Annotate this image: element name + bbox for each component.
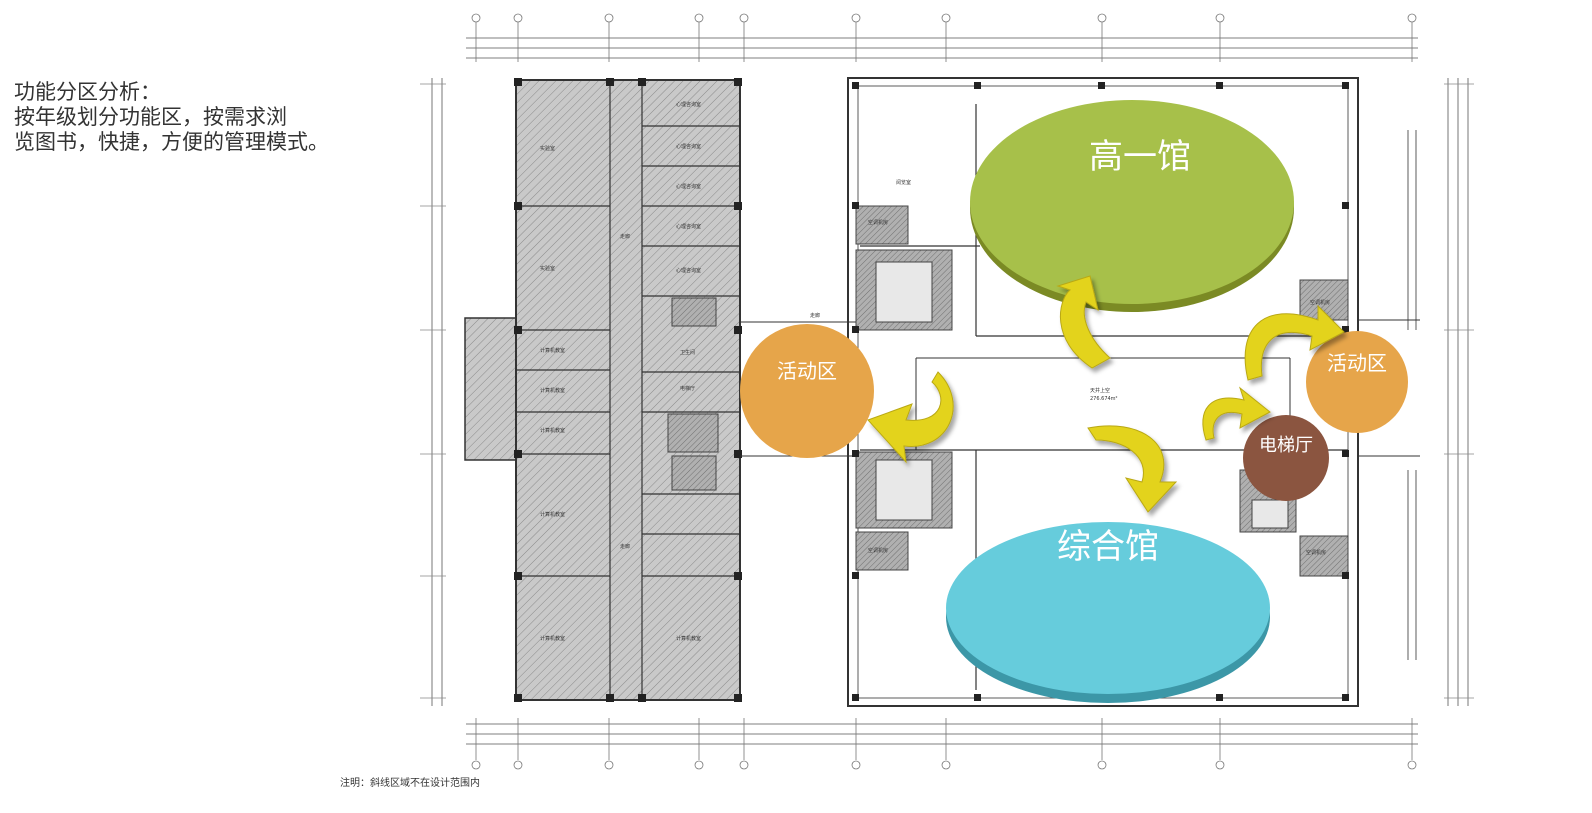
aircon-label-1: 空调机房: [868, 219, 888, 226]
analysis-text: 功能分区分析： 按年级划分功能区，按需求浏 览图书，快捷，方便的管理模式。: [14, 80, 374, 155]
reading-label: 阅览室: [896, 179, 911, 186]
elevator-hall-small-label: 电梯厅: [680, 385, 695, 392]
room-label-computer-4: 计算机教室: [540, 511, 565, 518]
room-label-computer-5: 计算机教室: [540, 635, 565, 642]
activity-right-label: 活动区: [1327, 351, 1387, 375]
activity-left-label: 活动区: [777, 359, 837, 383]
room-label-psychology-1: 心理咨询室: [676, 101, 701, 108]
scope-note: 注明：斜线区域不在设计范围内: [340, 778, 480, 789]
analysis-title: 功能分区分析：: [14, 80, 161, 104]
room-label-psychology-4: 心理咨询室: [676, 223, 701, 230]
zone-grade-one-hall: 高一馆: [970, 100, 1294, 312]
arrow-to-general-hall: [1087, 425, 1178, 513]
elevator-hall-label: 电梯厅: [1259, 435, 1313, 456]
axis-bubbles-top: [471, 13, 1417, 23]
atrium-area-label: 276.674m²: [1090, 396, 1118, 402]
aircon-label-4: 空调机房: [1310, 299, 1330, 306]
arrow-to-activity-right: [1244, 304, 1345, 381]
dimension-lines-sides: [420, 78, 1474, 706]
analysis-line-2: 览图书，快捷，方便的管理模式。: [14, 130, 329, 154]
arrow-to-grade-one-hall: [1056, 275, 1111, 369]
axis-bubbles-bottom: [471, 760, 1417, 770]
room-label-lab-2: 实验室: [540, 265, 555, 272]
room-label-computer-1: 计算机教室: [540, 347, 565, 354]
arrow-to-activity-left: [867, 371, 954, 464]
corridor-label-link: 走廊: [810, 312, 820, 319]
room-label-computer-3: 计算机教室: [540, 427, 565, 434]
zone-activity-left: 活动区: [740, 324, 874, 458]
general-hall-label: 综合馆: [1057, 527, 1159, 567]
left-building-block: 实验室 实验室 计算机教室 计算机教室 计算机教室 计算机教室 计算机教室 心理…: [464, 78, 742, 702]
room-label-psychology-5: 心理咨询室: [676, 267, 701, 274]
zone-elevator-hall: 电梯厅: [1243, 415, 1329, 501]
dimension-lines-bottom: [466, 718, 1418, 760]
room-label-corridor-left-2: 走廊: [620, 543, 630, 550]
room-label-computer-2: 计算机教室: [540, 387, 565, 394]
restroom-label: 卫生间: [680, 349, 695, 356]
atrium-label: 天井上空: [1090, 387, 1110, 394]
room-label-psychology-2: 心理咨询室: [676, 143, 701, 150]
arrow-to-elevator-hall: [1202, 386, 1271, 441]
dimension-lines-top: [466, 22, 1418, 62]
analysis-line-1: 按年级划分功能区，按需求浏: [14, 105, 287, 129]
room-label-lab-1: 实验室: [540, 145, 555, 152]
aircon-label-3: 空调机房: [1306, 549, 1326, 556]
structural-columns-right: [852, 82, 1349, 701]
service-cores: [855, 205, 1349, 577]
zone-activity-right: 活动区: [1306, 331, 1408, 433]
flow-arrows: [867, 275, 1345, 513]
aircon-label-2: 空调机房: [868, 547, 888, 554]
room-label-computer-6: 计算机教室: [676, 635, 701, 642]
room-label-psychology-3: 心理咨询室: [676, 183, 701, 190]
zone-general-hall: 综合馆: [946, 522, 1270, 703]
room-label-corridor-left: 走廊: [620, 233, 630, 240]
grade-one-hall-label: 高一馆: [1089, 137, 1191, 177]
